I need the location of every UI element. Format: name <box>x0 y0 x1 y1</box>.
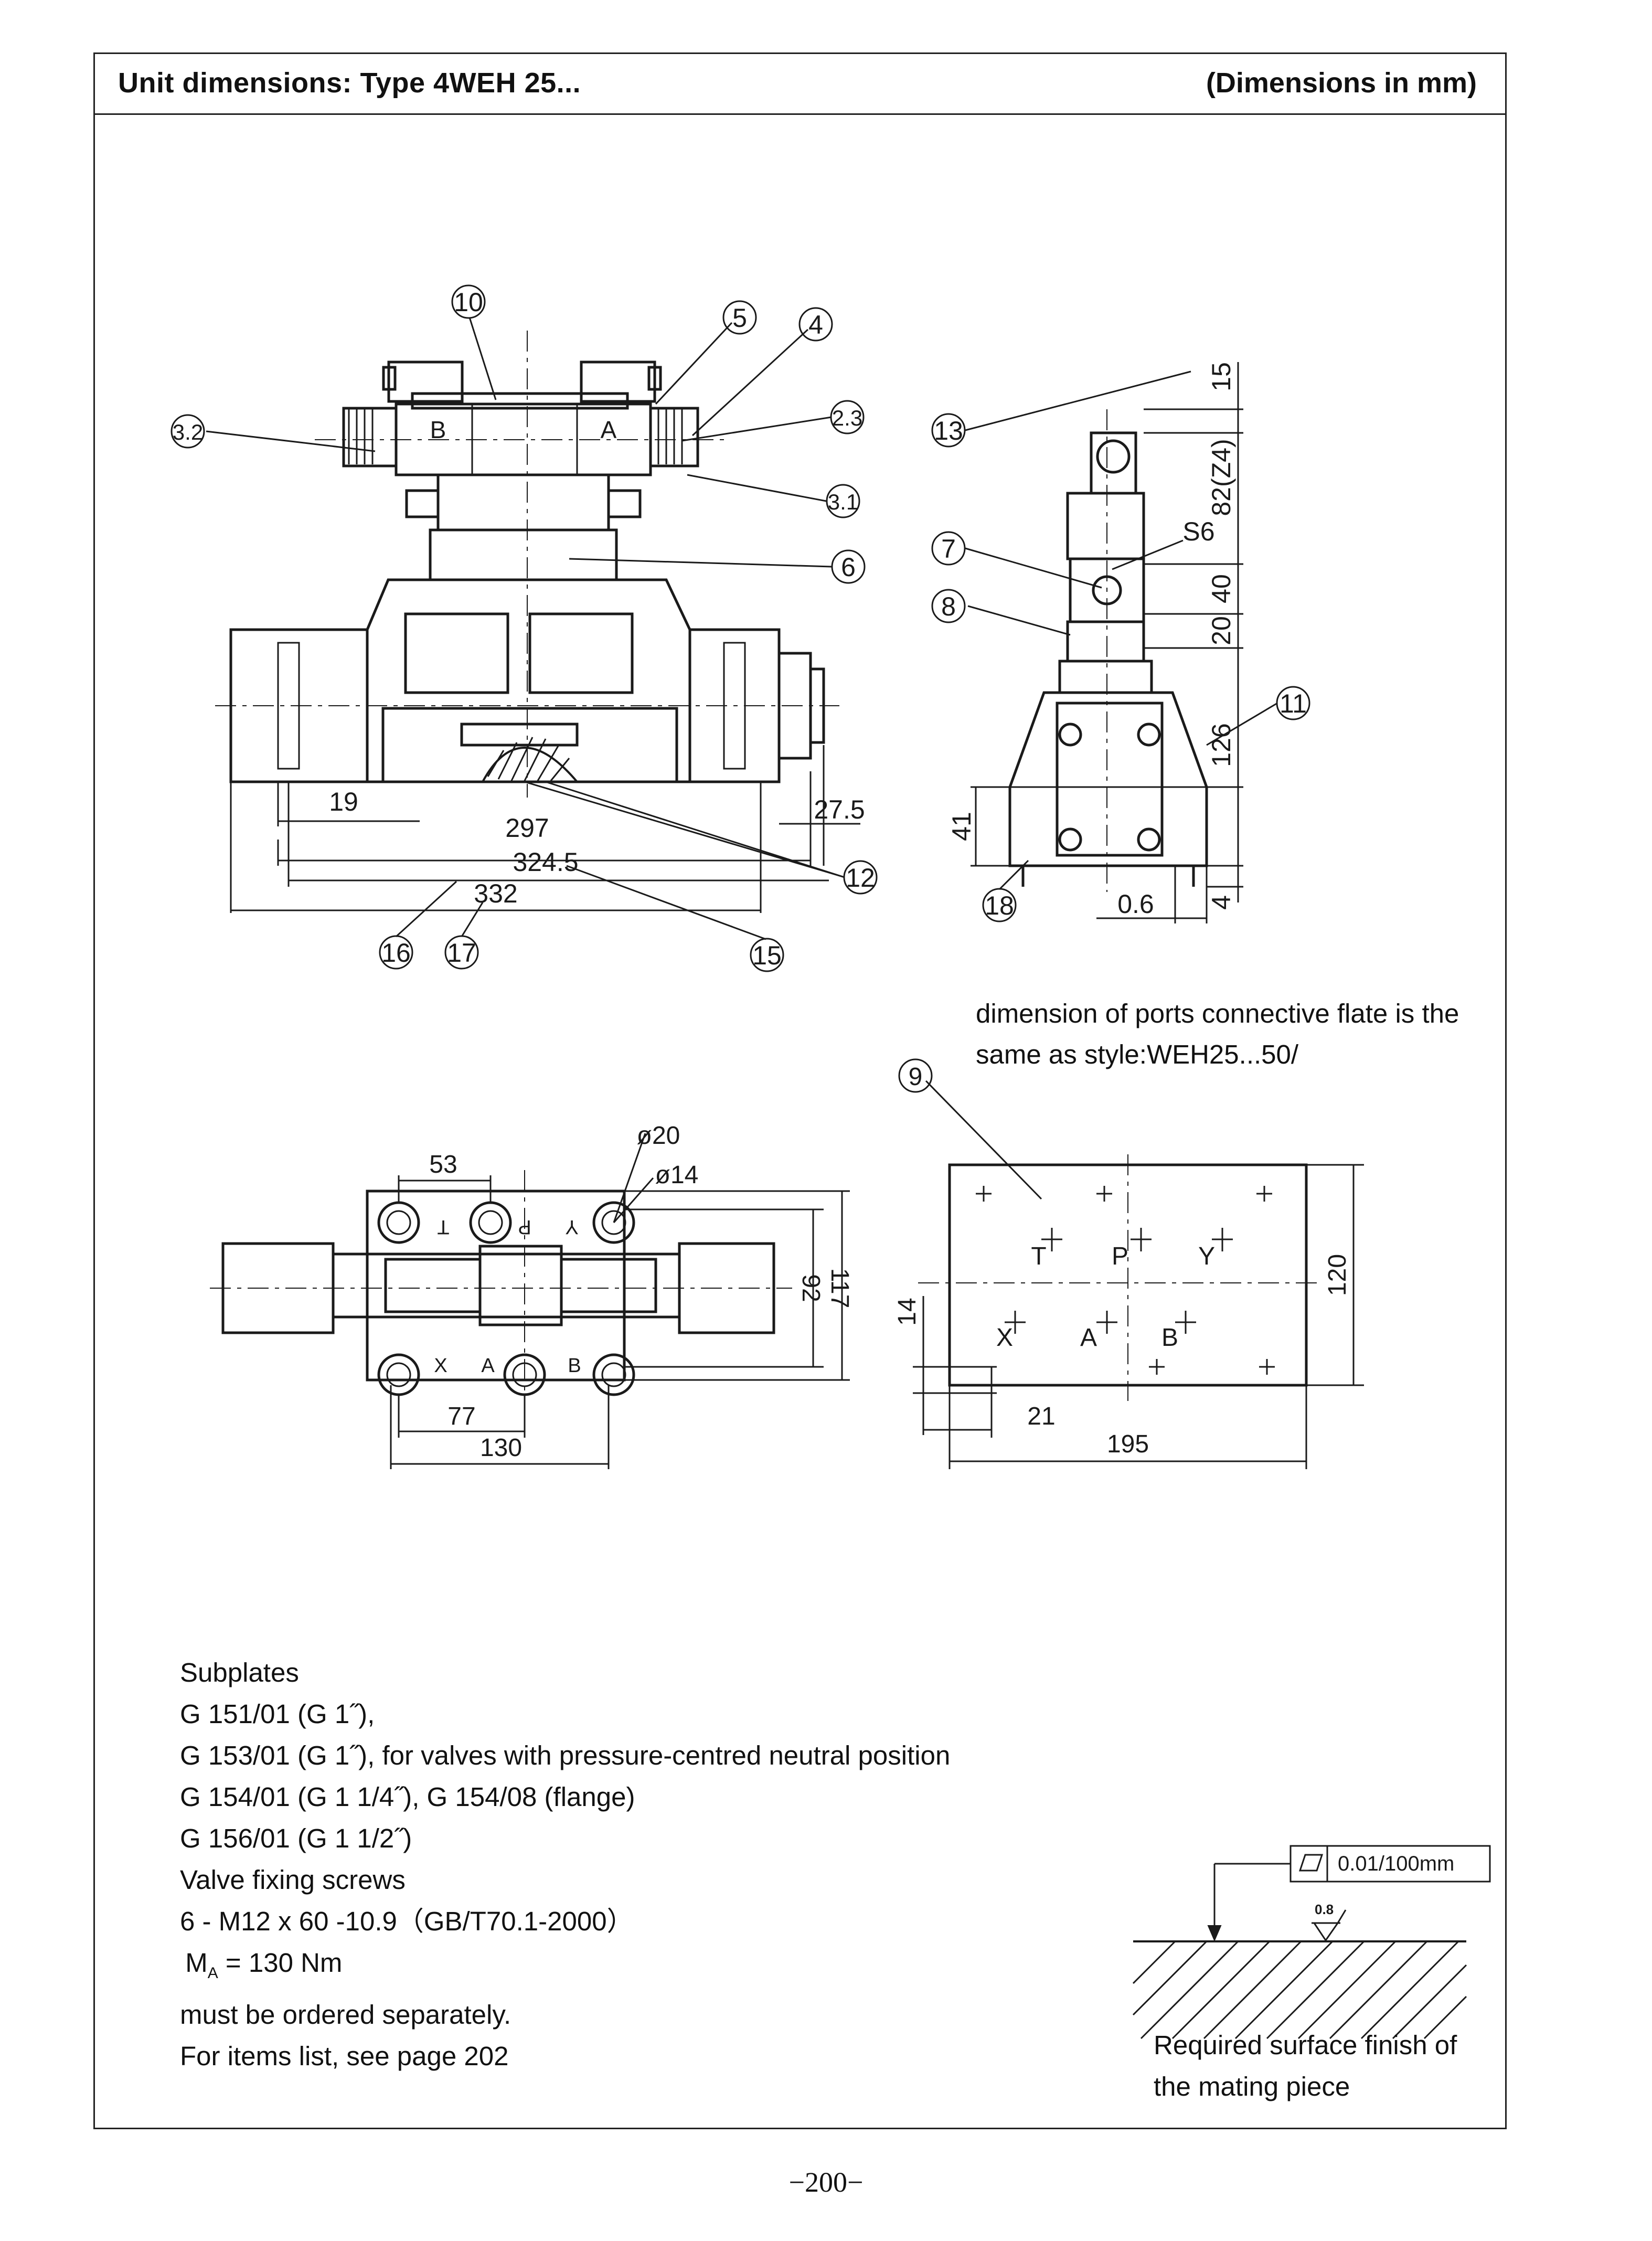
callout-6: 6 <box>841 553 856 582</box>
notes-line-1: Subplates <box>180 1658 299 1687</box>
torque-subscript: A <box>207 1964 218 1982</box>
surface-finish-caption-line-2: the mating piece <box>1154 2072 1350 2101</box>
dim-14: 14 <box>893 1298 921 1325</box>
page-title: Unit dimensions: Type 4WEH 25... <box>118 67 581 99</box>
dim-27-5: 27.5 <box>814 795 865 824</box>
port-letter-y: Y <box>565 1216 578 1238</box>
dim-195: 195 <box>1107 1430 1149 1458</box>
notes-line-7: 6 - M12 x 60 -10.9（GB/T70.1-2000） <box>180 1906 634 1936</box>
torque-symbol: M <box>185 1948 208 1978</box>
port-letter-p: P <box>518 1216 531 1238</box>
callout-18: 18 <box>985 891 1014 920</box>
dim-s6: S6 <box>1182 517 1214 546</box>
port-letter-x: X <box>434 1355 447 1377</box>
dim-0-6: 0.6 <box>1117 889 1154 919</box>
notes-line-6: Valve fixing screws <box>180 1865 406 1895</box>
dim-82-z4: 82(Z4) <box>1207 439 1236 516</box>
top-view: 53 ø20 ø14 92 117 77 130 T P Y X A B <box>210 1122 854 1469</box>
solenoid-letter-a: A <box>601 416 617 443</box>
surface-finish-caption-line-1: Required surface finish of <box>1154 2030 1457 2060</box>
notes-line-5: G 156/01 (G 1 1/2˝) <box>180 1823 412 1853</box>
callout-11: 11 <box>1280 689 1307 718</box>
torque-value: = 130 Nm <box>218 1948 343 1978</box>
solenoid-a-box <box>580 360 656 403</box>
callout-9: 9 <box>909 1063 923 1091</box>
notes-line-2: G 151/01 (G 1˝), <box>180 1699 375 1729</box>
dim-20: 20 <box>1207 616 1236 645</box>
dimensions-unit-note: (Dimensions in mm) <box>1206 67 1477 99</box>
solenoid-b-box <box>387 360 464 403</box>
page-number: −200− <box>788 2166 864 2198</box>
flatness-icon <box>1298 1854 1324 1872</box>
dim-120: 120 <box>1324 1254 1351 1296</box>
dim-332: 332 <box>474 879 517 908</box>
ports-note-line-1: dimension of ports connective flate is t… <box>976 999 1459 1028</box>
dim-41: 41 <box>947 812 976 841</box>
port-pattern-p: P <box>1112 1242 1128 1270</box>
port-pattern-x: X <box>996 1324 1013 1352</box>
solenoid-letter-b: B <box>430 416 446 443</box>
dim-dia14: ø14 <box>655 1161 699 1189</box>
notes-line-3: G 153/01 (G 1˝), for valves with pressur… <box>180 1740 951 1770</box>
callout-3-1: 3.1 <box>828 490 858 514</box>
port-letter-b: B <box>568 1355 581 1377</box>
surface-hatching <box>1132 1940 1467 2040</box>
port-letter-t: T <box>437 1216 449 1238</box>
main-body-side <box>1008 691 1208 867</box>
dim-21: 21 <box>1027 1403 1055 1430</box>
intermediate-plate <box>436 473 610 532</box>
dim-324-5: 324.5 <box>513 847 578 877</box>
subplates-notes: Subplates G 151/01 (G 1˝), G 153/01 (G 1… <box>180 1652 950 2077</box>
page-frame: Unit dimensions: Type 4WEH 25... (Dimens… <box>93 52 1507 2129</box>
dim-77: 77 <box>447 1403 475 1430</box>
dim-40: 40 <box>1207 574 1236 603</box>
port-pattern: 9 T P Y X A B 120 14 21 195 <box>893 1058 1364 1469</box>
dim-130: 130 <box>480 1434 522 1462</box>
surface-finish-caption: Required surface finish of the mating pi… <box>1154 2024 1457 2107</box>
callout-15: 15 <box>752 941 782 970</box>
dim-53: 53 <box>429 1151 457 1178</box>
flatness-value: 0.01/100mm <box>1338 1852 1454 1875</box>
port-pattern-y: Y <box>1198 1242 1215 1270</box>
header-bar: Unit dimensions: Type 4WEH 25... (Dimens… <box>95 54 1505 115</box>
callout-13: 13 <box>934 416 963 445</box>
dim-92: 92 <box>797 1274 825 1302</box>
callout-7: 7 <box>941 534 956 564</box>
port-pattern-b: B <box>1161 1324 1178 1352</box>
callout-8: 8 <box>941 592 956 621</box>
callout-2-3: 2.3 <box>832 406 862 430</box>
roughness-value: 0.8 <box>1315 1902 1334 1917</box>
top-housing <box>366 1189 626 1382</box>
port-pattern-t: T <box>1031 1242 1046 1270</box>
surface-finish-symbol: 0.01/100mm 0.8 <box>1132 1845 1491 2040</box>
dim-117: 117 <box>826 1268 854 1309</box>
dim-19: 19 <box>329 787 358 816</box>
callout-12: 12 <box>846 863 875 893</box>
callout-10: 10 <box>454 288 483 317</box>
callout-4: 4 <box>808 310 823 339</box>
port-letter-a: A <box>481 1355 495 1377</box>
dim-297: 297 <box>505 813 549 843</box>
dim-4: 4 <box>1207 895 1236 910</box>
dim-126: 126 <box>1207 723 1236 767</box>
callout-3-2: 3.2 <box>173 420 203 444</box>
ports-note: dimension of ports connective flate is t… <box>976 993 1459 1075</box>
dim-dia20: ø20 <box>637 1122 680 1150</box>
ports-note-line-2: same as style:WEH25...50/ <box>976 1039 1299 1069</box>
notes-line-10: For items list, see page 202 <box>180 2041 509 2071</box>
notes-line-9: must be ordered separately. <box>180 2000 511 2030</box>
callout-17: 17 <box>447 938 476 968</box>
callout-16: 16 <box>381 938 411 968</box>
dim-15: 15 <box>1207 362 1236 391</box>
notes-line-4: G 154/01 (G 1 1/4˝), G 154/08 (flange) <box>180 1782 635 1812</box>
callout-5: 5 <box>732 303 747 333</box>
side-view: 13 7 8 11 18 15 82(Z4) S6 40 20 126 41 0… <box>931 362 1310 923</box>
port-pattern-a: A <box>1080 1324 1097 1352</box>
torque-line: MA = 130 Nm <box>180 1942 950 1994</box>
front-view: 10 5 4 3.2 2.3 3.1 6 12 16 17 15 B A 19 … <box>170 284 878 972</box>
